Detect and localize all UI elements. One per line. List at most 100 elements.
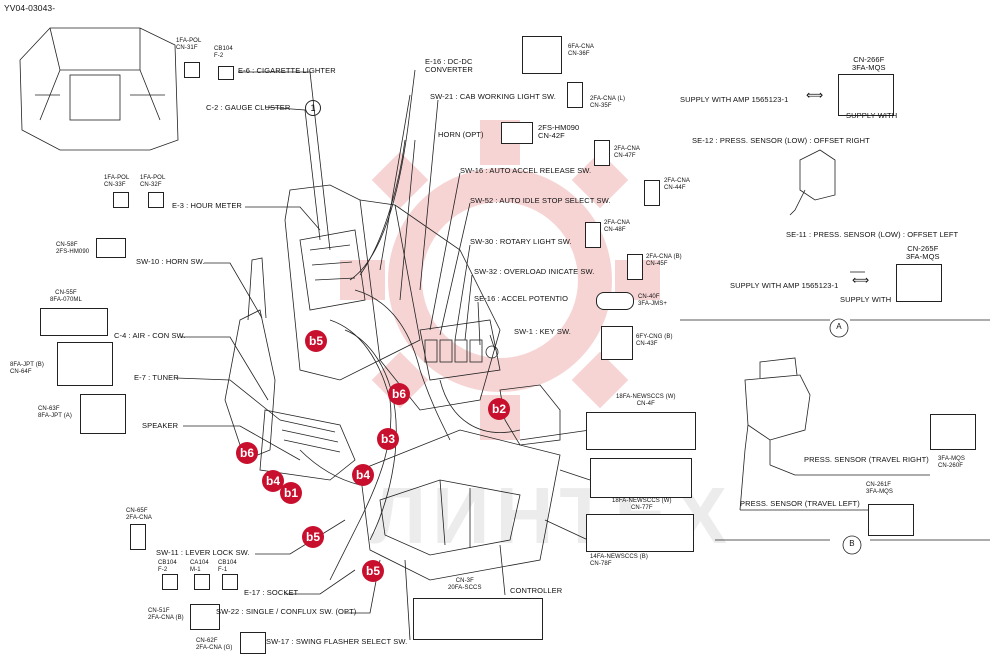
label-supply-with-1: SUPPLY WITH [846, 111, 898, 120]
label-e17: E-17 : SOCKET [244, 588, 299, 597]
label-circle-b: B [849, 539, 855, 548]
label-cn261f: CN-261F 3FA-MQS [866, 482, 894, 495]
connector-cb104c [222, 574, 238, 590]
connector-cn266f [838, 74, 894, 116]
connector-cn63f [80, 394, 126, 434]
connector-cn62f [240, 632, 266, 654]
label-se11: SE-11 : PRESS. SENSOR (LOW) : OFFSET LEF… [786, 230, 959, 239]
label-c2: C-2 : GAUGE CLUSTER [206, 103, 291, 112]
label-controller: CONTROLLER [510, 586, 563, 595]
marker-b5-mid[interactable]: b5 [302, 526, 324, 548]
connector-cn43f [601, 326, 633, 360]
connector-cn55f [40, 308, 108, 336]
marker-b1[interactable]: b1 [280, 482, 302, 504]
label-circle-a: A [836, 322, 842, 331]
connector-cn77f [586, 514, 694, 552]
connector-cn35f [567, 82, 583, 108]
connector-cn265f [896, 264, 942, 302]
label-sw52: SW-52 : AUTO IDLE STOP SELECT SW. [470, 196, 611, 205]
label-cn77f: 18FA-NEWSCCS (W) CN-77F [612, 498, 672, 511]
label-cn260f: 3FA-MQS CN-260F [938, 456, 966, 469]
label-cn48f: 2FA-CNA CN-48F [604, 220, 631, 233]
label-cn51f: CN-51F 2FA-CNA (B) [148, 608, 184, 621]
marker-b4-left[interactable]: b4 [262, 470, 284, 492]
connector-cn260f [930, 414, 976, 450]
connector-cn4f-b [590, 458, 692, 498]
connector-cn4f [586, 412, 696, 450]
label-cn42f: 2FS-HM090 CN-42F [538, 123, 580, 140]
connector-ca104 [194, 574, 210, 590]
marker-b5-top[interactable]: b5 [305, 330, 327, 352]
marker-b4-right[interactable]: b4 [352, 464, 374, 486]
label-cn31f: 1FA-POL CN-31F [176, 38, 202, 51]
label-press-right: PRESS. SENSOR (TRAVEL RIGHT) [804, 455, 929, 464]
connector-cn48f [585, 222, 601, 248]
label-sw17: SW-17 : SWING FLASHER SELECT SW. [266, 637, 408, 646]
label-cn43f: 6FY-CNG (B) CN-43F [636, 334, 673, 347]
label-sw21: SW-21 : CAB WORKING LIGHT SW. [430, 92, 556, 101]
marker-b2[interactable]: b2 [488, 398, 510, 420]
label-cn78f: 14FA-NEWSCCS (B) CN-78F [590, 554, 648, 567]
connector-cn64f [57, 342, 113, 386]
label-e3: E-3 : HOUR METER [172, 201, 242, 210]
label-cn4f: 18FA-NEWSCCS (W) CN-4F [616, 394, 676, 407]
connector-cn36f [522, 36, 562, 74]
label-cn266f: CN-266F 3FA-MQS [852, 55, 886, 72]
label-sw16: SW-16 : AUTO ACCEL RELEASE SW. [460, 166, 592, 175]
label-amp1: SUPPLY WITH AMP 1565123-1 [680, 95, 789, 104]
label-e6: E-6 : CIGARETTE LIGHTER [238, 66, 336, 75]
label-sw32: SW-32 : OVERLOAD INICATE SW. [474, 267, 595, 276]
label-horn-opt: HORN (OPT) [438, 130, 484, 139]
label-cn64f: 8FA-JPT (B) CN-64F [10, 362, 44, 375]
connector-cn33f [113, 192, 129, 208]
label-cn65f: CN-65F 2FA-CNA [126, 508, 153, 521]
label-cn44f: 2FA-CNA CN-44F [664, 178, 691, 191]
label-cn47f: 2FA-CNA CN-47F [614, 146, 641, 159]
connector-cn65f [130, 524, 146, 550]
label-arrow-2: ⟺ [852, 273, 870, 287]
label-cn35f: 2FA-CNA (L) CN-35F [590, 96, 626, 109]
label-cn45f: 2FA-CNA (B) CN-45F [646, 254, 682, 267]
connector-cn44f [644, 180, 660, 206]
label-cn32f: 1FA-POL CN-32F [140, 175, 166, 188]
connector-cb104 [218, 66, 234, 80]
label-press-left: PRESS. SENSOR (TRAVEL LEFT) [740, 499, 860, 508]
document-id: YV04-03043- [4, 3, 56, 13]
connector-cn32f [148, 192, 164, 208]
marker-b3[interactable]: b3 [377, 428, 399, 450]
label-cn40f: CN-40F 3FA-JMS+ [638, 294, 667, 307]
marker-b6-right[interactable]: b6 [388, 383, 410, 405]
label-amp2: SUPPLY WITH AMP 1565123-1 [730, 281, 839, 290]
label-cb104b: CB104 F-2 [158, 560, 177, 573]
connector-cn40f [596, 292, 634, 310]
label-cn63f: CN-63F 8FA-JPT (A) [38, 406, 72, 419]
label-sw30: SW-30 : ROTARY LIGHT SW. [470, 237, 572, 246]
label-cn33f: 1FA-POL CN-33F [104, 175, 130, 188]
connector-cb104b [162, 574, 178, 590]
label-supply-with-2: SUPPLY WITH [840, 295, 892, 304]
marker-b5-bottom[interactable]: b5 [362, 560, 384, 582]
connector-cn3f [413, 598, 543, 640]
label-circle-1: 1 [305, 100, 321, 116]
label-e7: E-7 : TUNER [134, 373, 179, 382]
marker-b6-left[interactable]: b6 [236, 442, 258, 464]
label-cn265f: CN-265F 3FA-MQS [906, 244, 940, 261]
connector-cn47f [594, 140, 610, 166]
label-se12: SE-12 : PRESS. SENSOR (LOW) : OFFSET RIG… [692, 136, 870, 145]
label-cn58f: CN-58F 2FS-HM090 [56, 242, 90, 255]
label-sw1: SW-1 : KEY SW. [514, 327, 571, 336]
label-cb104c: CB104 F-1 [218, 560, 237, 573]
connector-cn31f [184, 62, 200, 78]
label-cn55f: CN-55F 8FA-070ML [50, 290, 82, 303]
connector-cn58f [96, 238, 126, 258]
label-cb104: CB104 F-2 [214, 46, 233, 59]
label-se16: SE-16 : ACCEL POTENTIO [474, 294, 569, 303]
label-speaker: SPEAKER [142, 421, 179, 430]
connector-cn45f [627, 254, 643, 280]
label-arrow-1: ⟺ [806, 88, 824, 102]
label-cn36f: 6FA-CNA CN-36F [568, 44, 595, 57]
label-c4: C-4 : AIR - CON SW. [114, 331, 186, 340]
label-e16: E-16 : DC-DC CONVERTER [425, 57, 473, 74]
label-sw22: SW-22 : SINGLE / CONFLUX SW. (OPT) [216, 607, 357, 616]
